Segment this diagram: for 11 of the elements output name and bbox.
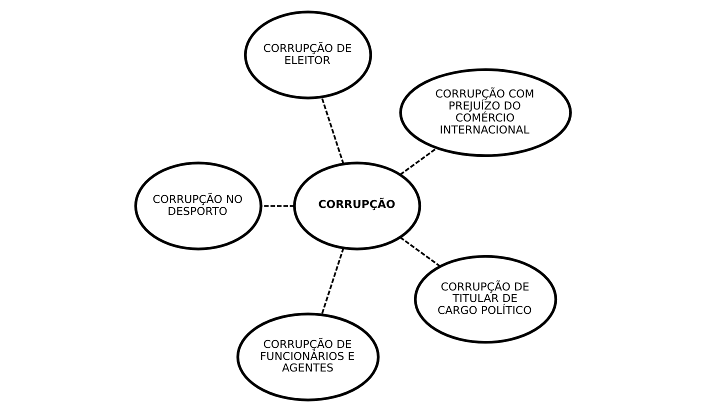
node-ellipse: CORRUPÇÃO DE ELEITOR bbox=[244, 10, 372, 100]
connector bbox=[399, 147, 438, 176]
connector bbox=[320, 248, 344, 315]
node-ellipse: CORRUPÇÃO DE FUNCIONÁRIOS E AGENTES bbox=[236, 312, 380, 402]
connector bbox=[320, 96, 344, 164]
node-ellipse: CORRUPÇÃO DE TITULAR DE CARGO POLÍTICO bbox=[413, 254, 557, 344]
node-ellipse: CORRUPÇÃO bbox=[292, 162, 421, 250]
connector bbox=[260, 205, 294, 207]
node-ellipse: CORRUPÇÃO NO DESPORTO bbox=[134, 162, 262, 250]
connector bbox=[399, 236, 440, 268]
node-ellipse: CORRUPÇÃO COM PREJUÍZO DO COMÉRCIO INTERNACIONAL bbox=[398, 68, 572, 158]
